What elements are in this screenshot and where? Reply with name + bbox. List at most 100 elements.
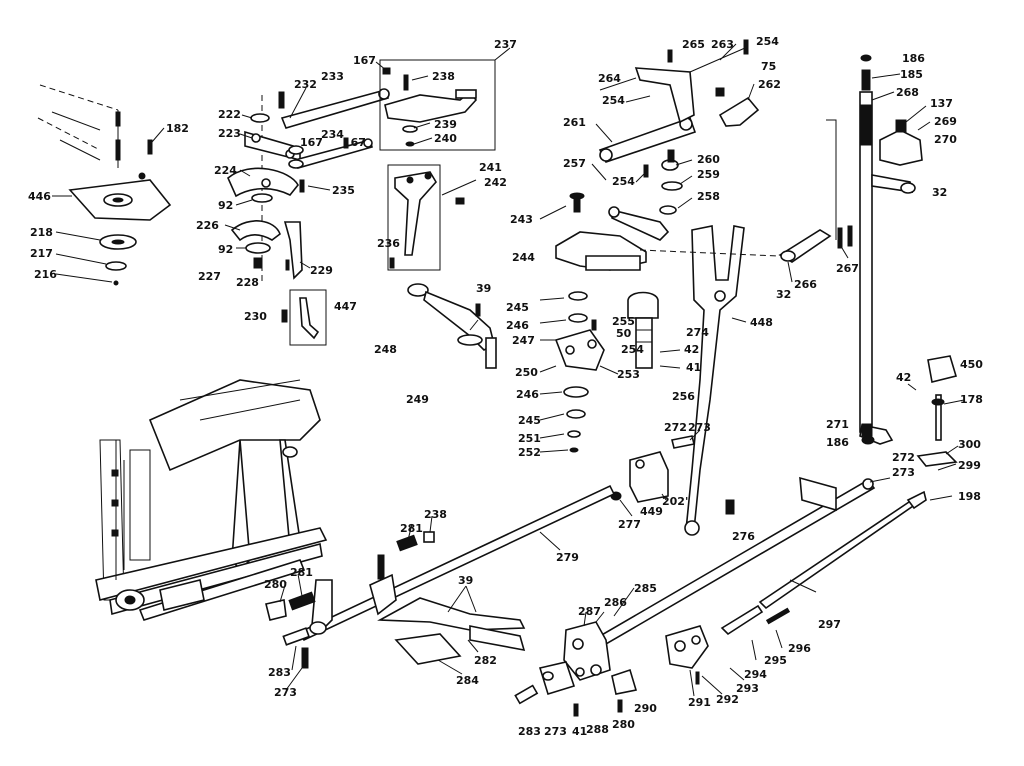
callout-233: 233 xyxy=(321,70,344,83)
callout-228: 228 xyxy=(236,276,259,289)
callout-274: 274 xyxy=(686,326,709,339)
callout-290: 290 xyxy=(634,702,657,715)
lever-linkage-assembly xyxy=(227,88,390,285)
callout-247: 247 xyxy=(512,334,535,347)
callout-222: 222 xyxy=(218,108,241,121)
callout-284: 284 xyxy=(456,674,479,687)
callout-449: 449 xyxy=(640,505,663,518)
callout-249: 249 xyxy=(406,393,429,406)
callout-41: 41 xyxy=(686,361,701,374)
foot-assembly xyxy=(861,355,958,467)
callout-270: 270 xyxy=(934,133,957,146)
callout-39: 39 xyxy=(476,282,491,295)
callout-32: 32 xyxy=(776,288,791,301)
callout-240: 240 xyxy=(434,132,457,145)
callout-236: 236 xyxy=(377,237,400,250)
callout-185: 185 xyxy=(900,68,923,81)
callout-186: 186 xyxy=(902,52,925,65)
callout-276: 276 xyxy=(732,530,755,543)
callout-237: 237 xyxy=(494,38,517,51)
callout-266: 266 xyxy=(794,278,817,291)
callout-448: 448 xyxy=(750,316,773,329)
callout-224: 224 xyxy=(214,164,237,177)
callout-257: 257 xyxy=(563,157,586,170)
callout-248: 248 xyxy=(374,343,397,356)
callout-92: 92 xyxy=(218,199,233,212)
callout-230: 230 xyxy=(244,310,267,323)
parts-artwork xyxy=(37,39,965,717)
leader-lines xyxy=(51,43,965,697)
callout-254: 254 xyxy=(621,343,644,356)
callout-283: 283 xyxy=(518,725,541,738)
callout-282: 282 xyxy=(474,654,497,667)
callout-261: 261 xyxy=(563,116,586,129)
callout-246: 246 xyxy=(506,319,529,332)
callout-262: 262 xyxy=(758,78,781,91)
vertical-rod-268 xyxy=(639,54,923,445)
clamp-group xyxy=(514,621,638,717)
callout-242: 242 xyxy=(484,176,507,189)
callout-218: 218 xyxy=(30,226,53,239)
callout-232: 232 xyxy=(294,78,317,91)
fork-lever-448 xyxy=(684,225,745,536)
callout-273: 273 xyxy=(892,466,915,479)
callout-273: 273 xyxy=(274,686,297,699)
callout-273: 273 xyxy=(544,725,567,738)
top-link-assembly xyxy=(598,39,760,241)
callout-450: 450 xyxy=(960,358,983,371)
callout-292: 292 xyxy=(716,693,739,706)
callout-254: 254 xyxy=(612,175,635,188)
callout-250: 250 xyxy=(515,366,538,379)
callout-272: 272 xyxy=(892,451,915,464)
callout-297: 297 xyxy=(818,618,841,631)
callout-226: 226 xyxy=(196,219,219,232)
callout-223: 223 xyxy=(218,127,241,140)
callout-277: 277 xyxy=(618,518,641,531)
callout-202: 202' xyxy=(662,495,688,508)
callout-245: 245 xyxy=(518,414,541,427)
callout-260: 260 xyxy=(697,153,720,166)
callout-32: 32 xyxy=(932,186,947,199)
callout-291: 291 xyxy=(688,696,711,709)
callout-92: 92 xyxy=(218,243,233,256)
callout-227: 227 xyxy=(198,270,221,283)
callout-167: 167 xyxy=(300,136,323,149)
callout-229: 229 xyxy=(310,264,333,277)
callout-246: 246 xyxy=(516,388,539,401)
callout-41: 41 xyxy=(572,725,587,738)
callout-269: 269 xyxy=(934,115,957,128)
callout-296: 296 xyxy=(788,642,811,655)
callout-238: 238 xyxy=(424,508,447,521)
callout-267: 267 xyxy=(836,262,859,275)
callout-labels: 167 232 233 237 238 239 240 222 223 167 … xyxy=(28,35,983,738)
callout-256: 256 xyxy=(672,390,695,403)
callout-254: 254 xyxy=(602,94,625,107)
left-lower-parts xyxy=(265,531,435,669)
callout-285: 285 xyxy=(634,582,657,595)
link-248 xyxy=(407,283,497,369)
fork-282-284 xyxy=(377,585,526,665)
callout-281: 281 xyxy=(400,522,423,535)
callout-288: 288 xyxy=(586,723,609,736)
callout-235: 235 xyxy=(332,184,355,197)
callout-75: 75 xyxy=(761,60,776,73)
callout-279: 279 xyxy=(556,551,579,564)
callout-283: 283 xyxy=(268,666,291,679)
callout-238: 238 xyxy=(432,70,455,83)
callout-239: 239 xyxy=(434,118,457,131)
callout-447: 447 xyxy=(334,300,357,313)
presser-stack xyxy=(554,291,659,453)
callout-265: 265 xyxy=(682,38,705,51)
callout-137: 137 xyxy=(930,97,953,110)
callout-198: 198 xyxy=(958,490,981,503)
callout-263: 263 xyxy=(711,38,734,51)
bracket-box-237 xyxy=(379,47,511,151)
callout-167: 167 xyxy=(353,54,376,67)
cam-244 xyxy=(555,192,647,271)
callout-178: 178 xyxy=(960,393,983,406)
callout-299: 299 xyxy=(958,459,981,472)
callout-264: 264 xyxy=(598,72,621,85)
callout-271: 271 xyxy=(826,418,849,431)
needle-bar-frame xyxy=(387,164,465,271)
